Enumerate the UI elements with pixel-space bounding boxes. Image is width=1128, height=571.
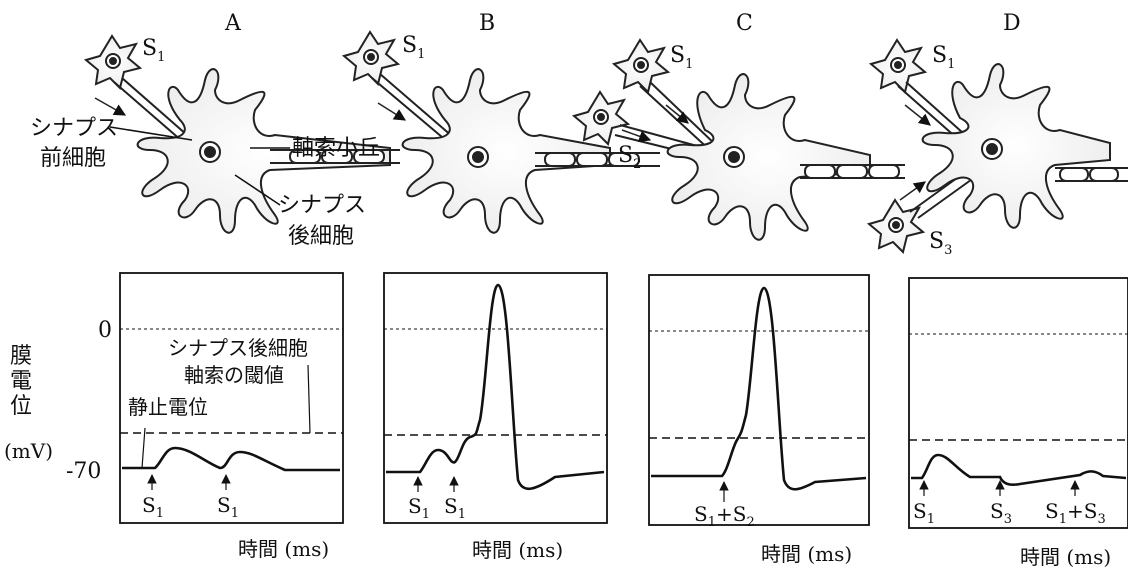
label-resting: 静止電位 bbox=[128, 395, 208, 419]
event-label-d-3: S1+S3 bbox=[1045, 499, 1106, 527]
event-label-d-2: S3 bbox=[990, 499, 1012, 527]
membrane-trace-b bbox=[386, 285, 604, 489]
x-label-c: 時間 (ms) bbox=[761, 542, 852, 566]
graph-b bbox=[384, 273, 607, 523]
stim-label-a-s1: S1 bbox=[142, 36, 165, 65]
event-label-c-1: S1+S2 bbox=[694, 502, 755, 530]
panel-letter-c: C bbox=[736, 11, 753, 36]
label-threshold-1: シナプス後細胞 bbox=[168, 336, 308, 360]
event-label-b-2: S1 bbox=[444, 494, 466, 522]
membrane-trace-d bbox=[911, 455, 1126, 485]
graph-c bbox=[649, 275, 869, 525]
y-title-char-1: 膜 bbox=[10, 344, 32, 369]
event-label-a-2: S1 bbox=[217, 493, 239, 521]
stim-label-d-s3: S3 bbox=[929, 229, 952, 258]
leader-resting bbox=[142, 428, 145, 468]
y-unit: (mV) bbox=[4, 439, 53, 463]
label-axon-hillock: 軸索小丘 bbox=[292, 136, 380, 161]
neuron-illustration-c bbox=[574, 40, 905, 240]
panel-letter-d: D bbox=[1003, 11, 1021, 36]
x-label-d: 時間 (ms) bbox=[1020, 545, 1111, 569]
label-threshold-2: 軸索の閾値 bbox=[184, 363, 284, 387]
membrane-trace-a bbox=[122, 448, 340, 470]
x-label-b: 時間 (ms) bbox=[472, 538, 563, 562]
membrane-trace-c bbox=[651, 288, 866, 489]
stim-label-c-s2: S2 bbox=[618, 143, 641, 172]
stim-label-d-s1: S1 bbox=[932, 43, 955, 72]
stim-label-b-s1: S1 bbox=[402, 33, 425, 62]
label-postsynaptic-2: 後細胞 bbox=[288, 224, 354, 249]
y-title-char-2: 電 bbox=[10, 369, 32, 394]
neuron-illustration-d bbox=[869, 40, 1128, 252]
graph-d bbox=[909, 278, 1128, 528]
graph-frame-d bbox=[909, 278, 1128, 528]
event-label-b-1: S1 bbox=[408, 494, 430, 522]
event-label-a-1: S1 bbox=[142, 493, 164, 521]
panel-letter-a: A bbox=[224, 11, 242, 36]
event-label-d-1: S1 bbox=[913, 499, 935, 527]
graph-frame-c bbox=[649, 275, 869, 525]
panel-letter-b: B bbox=[479, 11, 495, 36]
y-tick-0: 0 bbox=[98, 318, 112, 343]
y-tick-minus70: -70 bbox=[66, 459, 101, 484]
stim-label-c-s1: S1 bbox=[670, 43, 693, 72]
neuron-illustration-b bbox=[344, 32, 660, 233]
label-postsynaptic-1: シナプス bbox=[278, 193, 366, 218]
label-presynaptic-2: 前細胞 bbox=[40, 146, 106, 171]
label-presynaptic-1: シナプス bbox=[30, 116, 118, 141]
y-title-char-3: 位 bbox=[10, 394, 32, 419]
x-label-a: 時間 (ms) bbox=[238, 537, 329, 561]
leader-threshold bbox=[308, 365, 310, 433]
